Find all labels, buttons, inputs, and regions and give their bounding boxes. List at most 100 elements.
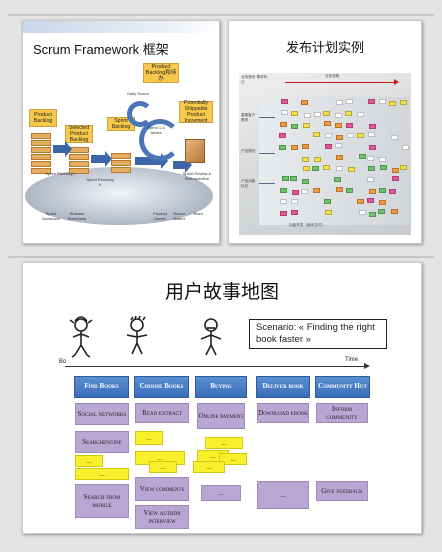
- sticky-mark: [282, 176, 289, 181]
- sticky-mark: [301, 189, 308, 194]
- time-axis: [65, 363, 370, 369]
- sticky-mark: [400, 165, 407, 170]
- sticky-mark: [336, 155, 343, 160]
- sticky-mark: [335, 113, 342, 118]
- flow-arrow: [135, 153, 168, 169]
- yellow-card: ...: [205, 437, 243, 449]
- selected-backlog-stack: [69, 147, 89, 175]
- sticky-mark: [290, 176, 297, 181]
- daily-scrum-label: Daily Scrum: [127, 91, 149, 96]
- sticky-mark: [292, 190, 299, 195]
- sticky-mark: [348, 167, 355, 172]
- photo-label-top-left: 业务规划 需求标记: [241, 75, 268, 84]
- potentially-shippable-note: Potentially Shippable Product Increment: [179, 100, 213, 124]
- photo-label-top-center: 业务流程: [325, 74, 340, 78]
- sticky-mark: [391, 209, 398, 214]
- product-backlog-cn-note: Product Backlog和待办: [143, 63, 179, 83]
- axis-start-label: Bo: [59, 359, 67, 365]
- sticky-mark: [359, 154, 366, 159]
- sticky-mark: [357, 133, 364, 138]
- sticky-mark: [379, 157, 386, 162]
- sticky-mark: [279, 145, 286, 150]
- sticky-mark: [325, 210, 332, 215]
- pointer-line: [259, 183, 275, 184]
- sticky-mark: [392, 168, 399, 173]
- card-download-ebook: Download ebook: [257, 403, 309, 423]
- card-social-networks: Social networks: [75, 403, 129, 425]
- legend-owner-label: Product Owner: [153, 211, 167, 221]
- sticky-mark: [378, 209, 385, 214]
- sticky-mark: [325, 133, 332, 138]
- column-header-deliver-book: Deliver book: [256, 376, 310, 398]
- sticky-mark: [302, 179, 309, 184]
- sticky-mark: [324, 199, 331, 204]
- sticky-mark: [303, 123, 310, 128]
- card-read-extract: Read extract: [135, 403, 189, 423]
- sticky-mark: [392, 176, 399, 181]
- photo-label-left-2: 产品规划: [241, 149, 256, 153]
- sticky-mark: [347, 133, 354, 138]
- axis-time-label: Time: [345, 357, 359, 363]
- sticky-mark: [304, 113, 311, 118]
- user-story-map-title: 用户故事地图: [164, 281, 279, 303]
- top-divider: [8, 14, 434, 16]
- sticky-mark: [280, 188, 287, 193]
- yellow-card: ...: [75, 468, 129, 480]
- sticky-mark: [369, 124, 376, 129]
- legend-sprint-label: Sprint Dunktown: [42, 211, 60, 221]
- pointer-line: [259, 153, 275, 154]
- legend-team-label: Team: [193, 211, 203, 216]
- yellow-card: ...: [75, 455, 103, 467]
- sticky-mark: [359, 210, 366, 215]
- card-placeholder: ...: [257, 481, 309, 509]
- sticky-mark: [281, 99, 288, 104]
- card-placeholder: ...: [201, 485, 241, 501]
- sticky-mark: [368, 166, 375, 171]
- sticky-mark: [367, 198, 374, 203]
- sticky-mark: [303, 166, 310, 171]
- sticky-mark: [323, 111, 330, 116]
- sticky-mark: [291, 199, 298, 204]
- sticky-mark: [314, 157, 321, 162]
- sticky-mark: [302, 157, 309, 162]
- sticky-mark: [400, 100, 407, 105]
- sticky-mark: [334, 177, 341, 182]
- release-plan-title: 发布计划实例: [285, 41, 364, 56]
- sticky-mark: [389, 189, 396, 194]
- sticky-mark: [336, 166, 343, 171]
- card-search-engine: Searchengine: [75, 431, 129, 453]
- sticky-mark: [301, 100, 308, 105]
- sticky-mark: [314, 112, 321, 117]
- scenario-box: Scenario: « Finding the right book faste…: [249, 319, 387, 349]
- column-header-buying: Buying: [195, 376, 247, 398]
- sticky-mark: [346, 123, 353, 128]
- sprint-backlog-stack: [111, 153, 131, 174]
- sticky-mark: [346, 188, 353, 193]
- product-increment-box: [185, 139, 205, 163]
- yellow-card: ...: [149, 461, 177, 473]
- middle-divider: [8, 256, 434, 258]
- timeline-arrow: [285, 79, 399, 85]
- sprint-review-label: Sprint Review & Retrospective: [182, 171, 212, 181]
- sticky-mark: [379, 99, 386, 104]
- sprint-planning-1-label: Sprint Planning I: [45, 171, 75, 176]
- card-view-author-interview: View author interview: [135, 505, 189, 529]
- persona-child-icon: [126, 315, 148, 355]
- sticky-mark: [281, 110, 288, 115]
- sticky-mark: [291, 210, 298, 215]
- sticky-mark: [402, 145, 409, 150]
- sticky-mark: [369, 212, 376, 217]
- sticky-mark: [357, 199, 364, 204]
- card-online-payment: Online payment: [197, 403, 245, 429]
- sticky-mark: [336, 100, 343, 105]
- card-view-comments: View comments: [135, 477, 189, 501]
- sticky-mark: [367, 177, 374, 182]
- release-plan-panel: 发布计划实例 业务规划 需求标记 业务流程 重要客户 需求 产品规划 产品功能 …: [228, 20, 422, 244]
- sticky-mark: [379, 200, 386, 205]
- sticky-mark: [280, 211, 287, 216]
- sticky-mark: [369, 145, 376, 150]
- sprint-planning-2-label: Sprint Planning II: [86, 177, 114, 187]
- flow-arrow: [53, 141, 72, 157]
- planning-wall: [259, 97, 409, 225]
